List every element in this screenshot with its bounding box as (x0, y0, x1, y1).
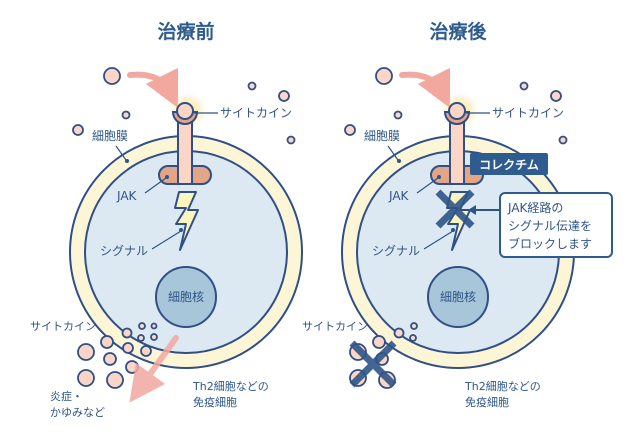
bound-cytokine (176, 102, 194, 120)
callout-box (499, 192, 613, 258)
block-x-icon (349, 340, 397, 388)
callout-line2: シグナル伝達を (508, 219, 592, 233)
callout-line3: ブロックします (508, 236, 592, 251)
nucleus (155, 266, 217, 328)
panel-title: 治療後 (429, 20, 487, 43)
bound-cytokine (448, 102, 466, 120)
callout-arrow-icon (468, 205, 476, 215)
effect-label-line1: 炎症・ (50, 389, 83, 403)
drug-badge-label: コレクチム (479, 158, 539, 172)
panel-after: 治療後 細胞核 コレクチム JAK経路の シグナル伝達を ブロックします サイト… (302, 20, 613, 409)
jak-label: JAK (388, 189, 410, 203)
floating-cytokines (344, 67, 568, 145)
nucleus (427, 266, 489, 328)
binding-arrow (127, 67, 179, 109)
signal-label: シグナル (100, 244, 148, 258)
effect-label-line2: かゆみなど (50, 406, 105, 419)
immune-cell-label-line2: 免疫細胞 (193, 395, 237, 409)
released-cytokine-label: サイトカイン (30, 320, 96, 333)
signal-bolt-icon (174, 191, 199, 251)
block-x-icon (435, 189, 475, 229)
panel-before: 治療前 細胞核 サイトカイン 細胞膜 JAK シグナル サイトカイン (30, 20, 303, 419)
immune-cell-label-line1: Th2細胞などの (464, 380, 541, 393)
inflammation-arrow (129, 335, 179, 403)
released-cytokine-label: サイトカイン (302, 320, 368, 333)
nucleus-label: 細胞核 (168, 290, 204, 304)
cytokine-label: サイトカイン (492, 106, 564, 120)
nucleus-label: 細胞核 (440, 290, 476, 304)
callout-line1: JAK経路の (507, 200, 563, 215)
receptor-stem (449, 121, 465, 185)
jak-label: JAK (116, 189, 138, 203)
immune-cell-label-line1: Th2細胞などの (192, 380, 269, 393)
signal-label: シグナル (372, 244, 420, 258)
floating-cytokines (72, 67, 296, 145)
immune-cell-label-line2: 免疫細胞 (465, 395, 509, 409)
panel-title: 治療前 (157, 20, 214, 43)
cytokine-label: サイトカイン (220, 106, 292, 120)
membrane-label: 細胞膜 (92, 129, 128, 143)
membrane-label: 細胞膜 (364, 129, 400, 143)
receptor-stem (177, 121, 193, 185)
binding-arrow (399, 67, 451, 109)
drug-badge (470, 153, 548, 175)
